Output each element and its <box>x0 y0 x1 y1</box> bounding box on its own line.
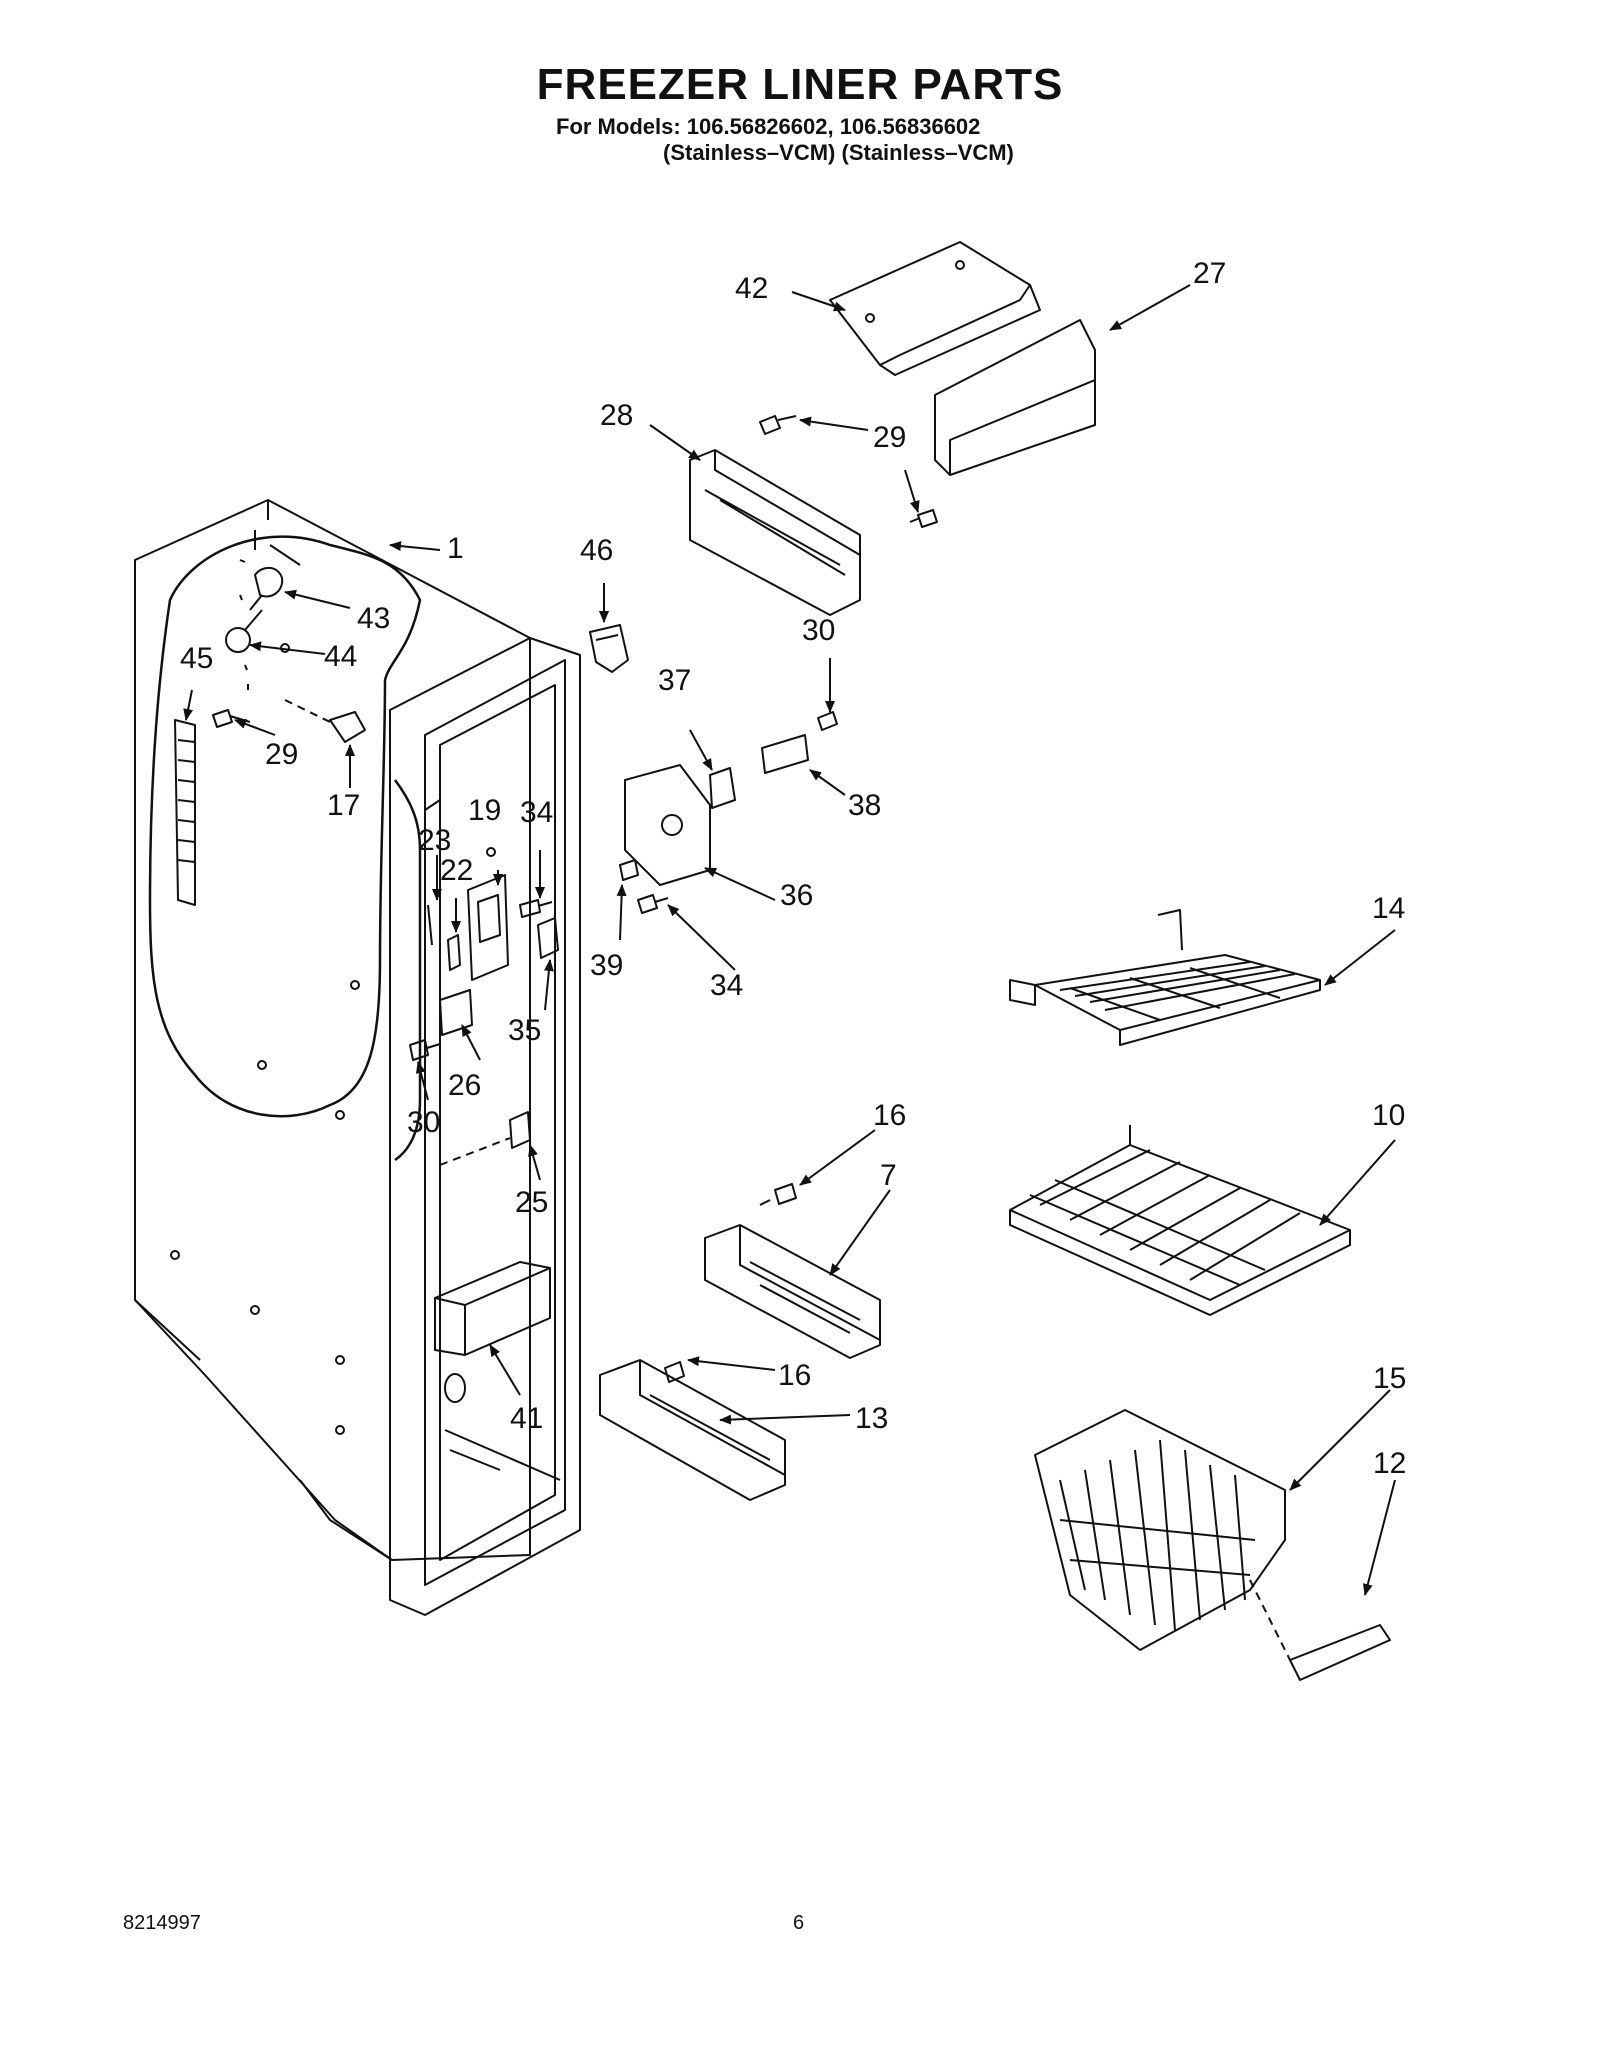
part-42-hinge-cover <box>829 241 1041 376</box>
part-25-switch <box>439 1111 531 1166</box>
callout-23: 23 <box>418 824 451 857</box>
part-41-cover <box>434 1261 551 1403</box>
part-29-screw-a <box>759 415 797 435</box>
part-36-housing <box>624 764 711 886</box>
part-17-clip <box>284 699 366 743</box>
callout-34b: 34 <box>710 969 743 1002</box>
callout-leaders <box>183 284 1396 1596</box>
callout-36: 36 <box>780 879 813 912</box>
doc-number: 8214997 <box>123 1912 201 1934</box>
callout-39: 39 <box>590 949 623 982</box>
part-29-screw-b <box>909 509 938 528</box>
callout-35: 35 <box>508 1014 541 1047</box>
callout-labels: 42 27 28 29 29 1 46 43 44 45 29 17 30 37… <box>180 257 1406 1480</box>
part-39-knob <box>619 859 639 881</box>
callout-41: 41 <box>510 1402 543 1435</box>
callout-14: 14 <box>1372 892 1405 925</box>
part-13-rail <box>599 1359 786 1501</box>
callout-45: 45 <box>180 642 213 675</box>
callout-37: 37 <box>658 664 691 697</box>
callout-22: 22 <box>440 854 473 887</box>
callout-28: 28 <box>600 399 633 432</box>
part-16-screw-lower <box>664 1361 685 1383</box>
models-line: For Models: 106.56826602, 106.56836602 <box>556 114 981 139</box>
callout-30b: 30 <box>407 1106 440 1139</box>
callout-7: 7 <box>880 1159 897 1192</box>
callout-10: 10 <box>1372 1099 1405 1132</box>
part-43-light-socket <box>249 566 284 611</box>
part-12-trim <box>1249 1579 1391 1681</box>
page-title: FREEZER LINER PARTS <box>536 60 1064 109</box>
part-26-control-board <box>439 989 473 1036</box>
part-7-rail <box>704 1224 881 1359</box>
part-46-clip <box>589 624 629 673</box>
page-number: 6 <box>793 1912 805 1934</box>
part-19-thermostat-housing <box>467 847 509 981</box>
callout-34: 34 <box>520 796 553 829</box>
part-44-light-bulb <box>225 609 263 653</box>
callout-46: 46 <box>580 534 613 567</box>
callout-1: 1 <box>447 532 464 565</box>
callout-15: 15 <box>1373 1362 1406 1395</box>
part-15-basket <box>1034 1409 1286 1651</box>
part-34-screw-lower <box>637 894 669 914</box>
part-35-bracket <box>537 917 559 959</box>
part-30-screw-upper <box>817 711 838 731</box>
callout-16: 16 <box>873 1099 906 1132</box>
callout-43: 43 <box>357 602 390 635</box>
callout-38: 38 <box>848 789 881 822</box>
part-22-thermistor <box>447 934 461 971</box>
part-30-screw <box>409 1039 441 1061</box>
part-16-screw-upper <box>759 1183 797 1206</box>
callout-26: 26 <box>448 1069 481 1102</box>
callout-12: 12 <box>1373 1447 1406 1480</box>
part-27-cover <box>934 319 1096 476</box>
part-10-slide-shelf <box>1009 1125 1351 1316</box>
part-38-board <box>761 734 809 774</box>
part-34-screw-upper <box>519 899 553 918</box>
callout-30: 30 <box>802 614 835 647</box>
part-37-bracket <box>709 767 736 809</box>
callout-13: 13 <box>855 1402 888 1435</box>
variants-line: (Stainless–VCM) (Stainless–VCM) <box>663 140 1014 165</box>
callout-42: 42 <box>735 272 768 305</box>
part-23-pin <box>427 904 433 946</box>
callout-29: 29 <box>873 421 906 454</box>
callout-27: 27 <box>1193 257 1226 290</box>
callout-29c: 29 <box>265 738 298 771</box>
callout-44: 44 <box>324 640 357 673</box>
freezer-liner <box>134 499 581 1616</box>
part-14-wire-shelf <box>1009 909 1321 1046</box>
callout-17: 17 <box>327 789 360 822</box>
part-28-bracket <box>689 449 861 616</box>
callout-19: 19 <box>468 794 501 827</box>
callout-16b: 16 <box>778 1359 811 1392</box>
callout-25: 25 <box>515 1186 548 1219</box>
